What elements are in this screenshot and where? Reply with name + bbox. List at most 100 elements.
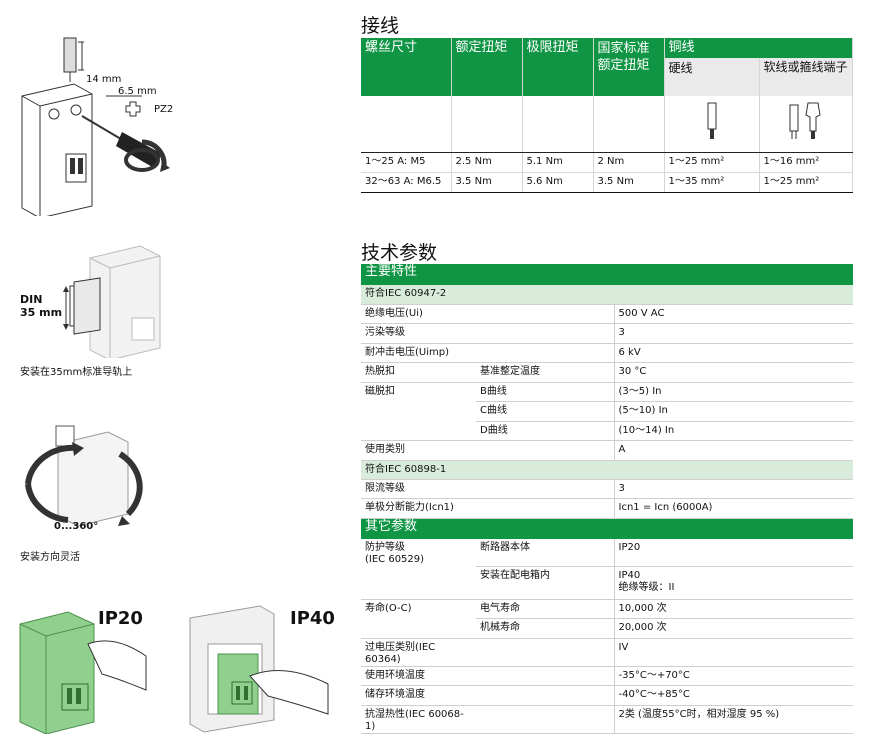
tech-cell: 使用类别 [361, 440, 476, 461]
tech-cell: B曲线 [476, 382, 615, 402]
main-characteristics-header: 主要特性 [361, 264, 853, 285]
wiring-cell: 2 Nm [593, 152, 665, 173]
tech-cell: IV [614, 638, 853, 667]
tech-cell [476, 343, 615, 363]
screw-type: PZ2 [154, 104, 174, 115]
wiring-cell: 1～25 mm² [759, 172, 853, 193]
life-label: 寿命(O-C) [365, 602, 412, 614]
tech-cell [361, 618, 476, 639]
tech-row: 绝缘电压(Ui)500 V AC [361, 304, 853, 324]
tech-row: D曲线(10～14) In [361, 421, 853, 441]
img-cell [593, 96, 665, 153]
rotation-diagram [25, 425, 143, 527]
wiring-cell: 32～63 A: M6.5 [361, 172, 452, 193]
din-label: DIN 35 mm [20, 293, 62, 319]
wiring-diagram [21, 37, 170, 216]
wiring-cell: 3.5 Nm [593, 172, 665, 193]
protection-label-1: 防护等级 [365, 542, 405, 553]
wiring-cell: 1～25 A: M5 [361, 152, 452, 173]
img-cell [361, 96, 452, 153]
wiring-cell: 5.6 Nm [522, 172, 594, 193]
tech-cell [476, 304, 615, 324]
tech-cell: (3～5) In [614, 382, 853, 402]
din-rail-diagram [63, 245, 161, 358]
other-parameters-header: 其它参数 [361, 518, 853, 539]
tech-cell: 6 kV [614, 343, 853, 363]
tech-cell: C曲线 [476, 401, 615, 422]
ip20-label: IP20 [98, 608, 143, 629]
flex-wire-icon [759, 96, 853, 153]
tech-cell [361, 566, 476, 600]
tech-cell [361, 402, 476, 422]
din-size: 35 mm [20, 306, 63, 319]
wiring-cell: 1～25 mm² [664, 152, 760, 173]
tech-row: 过电压类别(IEC 60364) IV [361, 638, 853, 667]
tech-cell: 断路器本体 [476, 539, 615, 567]
tech-cell: -35°C～+70°C [614, 666, 853, 686]
tech-cell [476, 638, 615, 667]
standard-iec60947: 符合IEC 60947-2 [361, 285, 853, 305]
tech-cell: 机械寿命 [476, 618, 615, 639]
tech-cell: 500 V AC [614, 304, 853, 324]
tech-cell: -40°C～+85°C [614, 685, 853, 706]
img-cell [451, 96, 523, 153]
img-cell [522, 96, 594, 153]
tech-cell: Icn1 = Icn (6000A) [614, 498, 853, 519]
tech-cell [476, 685, 615, 706]
tech-cell: 安装在配电箱内 [476, 566, 615, 600]
tech-cell: (5～10) In [614, 401, 853, 422]
tech-cell: IP20 [614, 539, 853, 567]
col-solid-wire: 硬线 [664, 58, 760, 96]
protection-box-value: IP40 [618, 569, 641, 581]
tech-cell: 基准整定温度 [476, 362, 615, 383]
tech-cell [476, 666, 615, 686]
tech-cell: 3 [614, 323, 853, 344]
tech-cell: (10～14) In [614, 421, 853, 441]
standard-iec60898: 符合IEC 60898-1 [361, 460, 853, 480]
tech-title: 技术参数 [361, 242, 438, 264]
tech-row: 抗湿热性(IEC 60068-1) 2类 (温度55°C时，相对湿度 95 %) [361, 705, 853, 734]
col-flex-wire: 软线或箍线端子 [759, 58, 853, 96]
tech-row: 储存环境温度-40°C～+85°C [361, 685, 853, 706]
col-copper: 铜线 [664, 38, 853, 58]
col-rated-torque: 额定扭矩 [451, 38, 523, 96]
tech-cell [476, 323, 615, 344]
wiring-title: 接线 [361, 15, 400, 37]
tech-cell: 30 °C [614, 362, 853, 383]
wiring-cell: 5.1 Nm [522, 152, 594, 173]
tech-cell [476, 479, 615, 499]
wiring-cell: 1～35 mm² [664, 172, 760, 193]
protection-label: 防护等级(IEC 60529) [361, 539, 476, 566]
dim-6-5mm: 6.5 mm [118, 86, 157, 97]
rotation-caption: 安装方向灵活 [20, 552, 80, 563]
wiring-cell: 3.5 Nm [451, 172, 523, 193]
tech-cell [361, 421, 476, 441]
ip40-diagram [189, 605, 329, 733]
tech-cell: A [614, 440, 853, 461]
tech-cell: 抗湿热性(IEC 60068-1) [361, 705, 476, 734]
tech-cell: 过电压类别(IEC 60364) [361, 638, 476, 667]
ip40-label: IP40 [290, 608, 335, 629]
tech-row: 使用类别 A [361, 440, 853, 461]
tech-cell [476, 498, 615, 519]
tech-cell: 10,000 次 [614, 599, 853, 619]
wiring-cell: 2.5 Nm [451, 152, 523, 173]
wiring-cell: 1～16 mm² [759, 152, 853, 173]
col-max-torque: 极限扭矩 [522, 38, 594, 96]
tech-cell: 耐冲击电压(Uimp) [361, 343, 476, 363]
wiring-table: 螺丝尺寸 额定扭矩 极限扭矩 国家标准额定扭矩 铜线 硬线 软线或箍线端子 1～… [361, 38, 853, 193]
tech-row: 磁脱扣 B曲线(3～5) In [361, 382, 853, 402]
din-text: DIN [20, 293, 43, 306]
tech-cell: D曲线 [476, 421, 615, 441]
tech-cell: 热脱扣 [361, 362, 476, 383]
tech-cell: 3 [614, 479, 853, 499]
tech-cell: 2类 (温度55°C时，相对湿度 95 %) [614, 705, 853, 734]
protection-label-2: (IEC 60529) [365, 554, 425, 565]
rotation-angle: 0...360° [54, 521, 99, 532]
solid-wire-icon [664, 96, 760, 153]
insulation-class: 绝缘等级：II [618, 581, 675, 593]
tech-cell: 磁脱扣 [365, 385, 395, 397]
